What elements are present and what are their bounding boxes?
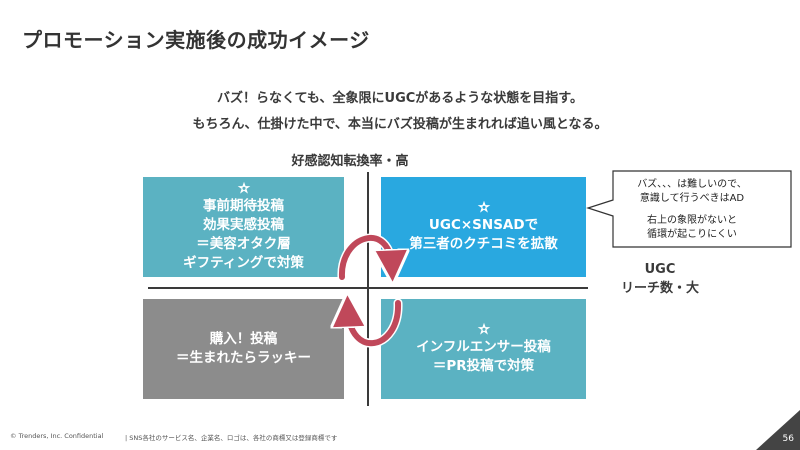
quadrant-bottom-right: インフルエンサー投稿 ＝PR投稿で対策: [381, 299, 586, 399]
callout-line-3: 右上の象限がないと: [647, 215, 737, 226]
callout-line-2: 意識して行うべきはAD: [639, 193, 745, 204]
subtitle-line-2: もちろん、仕掛けた中で、本当にバズ投稿が生まれれば追い風となる。: [192, 117, 608, 132]
subtitle-line-1: バズ！らなくても、全象限にUGCがあるような状態を目指す。: [216, 91, 584, 106]
quadrant-top-right: UGC×SNSADで 第三者のクチコミを拡散: [381, 177, 586, 277]
slide-title: プロモーション実施後の成功イメージ: [22, 28, 370, 52]
footer-copyright: © Trenders, Inc. Confidential: [10, 432, 104, 440]
footer-trademark-note: | SNS各社のサービス名、企業名、ロゴは、各社の商標又は登録商標です: [125, 434, 338, 442]
horizontal-axis-label: UGC リーチ数・大: [610, 260, 710, 298]
axis-x-label-line-2: リーチ数・大: [620, 281, 699, 296]
quadrant-bottom-right-line-2: ＝PR投稿で対策: [432, 358, 535, 374]
quadrant-top-left: 事前期待投稿 効果実感投稿 ＝美容オタク層 ギフティングで対策: [143, 177, 344, 277]
vertical-axis-line: [367, 172, 369, 406]
callout-line-1: バズ、、、は難しいので、: [637, 179, 747, 190]
quadrant-top-right-line-1: UGC×SNSADで: [428, 217, 539, 233]
sparkle-icon: [477, 200, 490, 213]
page-number: 56: [782, 434, 794, 444]
axis-x-label-line-1: UGC: [644, 262, 676, 277]
quadrant-top-left-line-2: 効果実感投稿: [203, 217, 284, 233]
vertical-axis-label: 好感認知転換率・高: [291, 154, 409, 169]
callout-line-4: 循環が起こりにくい: [647, 229, 737, 240]
sparkle-icon: [477, 322, 490, 335]
corner-decoration: [756, 410, 800, 450]
cycle-arrows: [320, 233, 420, 348]
callout-text: バズ、、、は難しいので、 意識して行うべきはAD 右上の象限がないと 循環が起こ…: [617, 178, 767, 242]
quadrant-bottom-left-line-1: 購入！投稿: [209, 331, 278, 347]
sparkle-icon: [237, 181, 250, 194]
quadrant-bottom-right-line-1: インフルエンサー投稿: [416, 339, 551, 355]
horizontal-axis-line: [148, 287, 588, 289]
quadrant-top-left-line-4: ギフティングで対策: [183, 255, 304, 271]
quadrant-top-right-line-2: 第三者のクチコミを拡散: [409, 236, 558, 252]
quadrant-bottom-left-line-2: ＝生まれたらラッキー: [176, 350, 311, 366]
quadrant-top-left-line-3: ＝美容オタク層: [196, 236, 291, 252]
callout-bubble: [586, 170, 792, 248]
quadrant-bottom-left: 購入！投稿 ＝生まれたらラッキー: [143, 299, 344, 399]
quadrant-top-left-line-1: 事前期待投稿: [203, 198, 284, 214]
